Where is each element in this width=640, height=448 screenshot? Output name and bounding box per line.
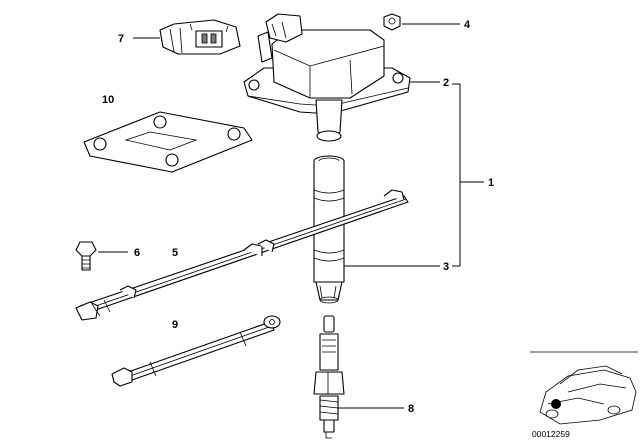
hex-nut [383,13,401,31]
bolt [75,241,97,271]
callout-5: 5 [172,247,178,259]
callout-1: 1 [488,177,494,189]
gasket-plate [83,111,253,173]
callout-8: 8 [408,403,414,415]
callout-3: 3 [443,261,449,273]
callout-2: 2 [443,77,449,89]
connector-plug [159,19,241,55]
spark-plug [313,315,345,439]
callout-7: 7 [118,33,124,45]
ignition-coil [243,13,411,142]
callout-6: 6 [134,247,140,259]
callout-10: 10 [102,94,114,106]
ground-strap [111,315,281,387]
callout-9: 9 [172,319,178,331]
callout-numbers: 7 4 2 1 3 10 6 5 9 8 [102,19,494,415]
diagram-code: 00012259 [532,429,570,439]
leader-lines [98,23,484,409]
callout-4: 4 [464,19,471,31]
wiring-harness-bar [75,189,409,321]
location-marker-dot [551,399,561,409]
car-location-thumbnail-icon: 00012259 [530,351,638,439]
